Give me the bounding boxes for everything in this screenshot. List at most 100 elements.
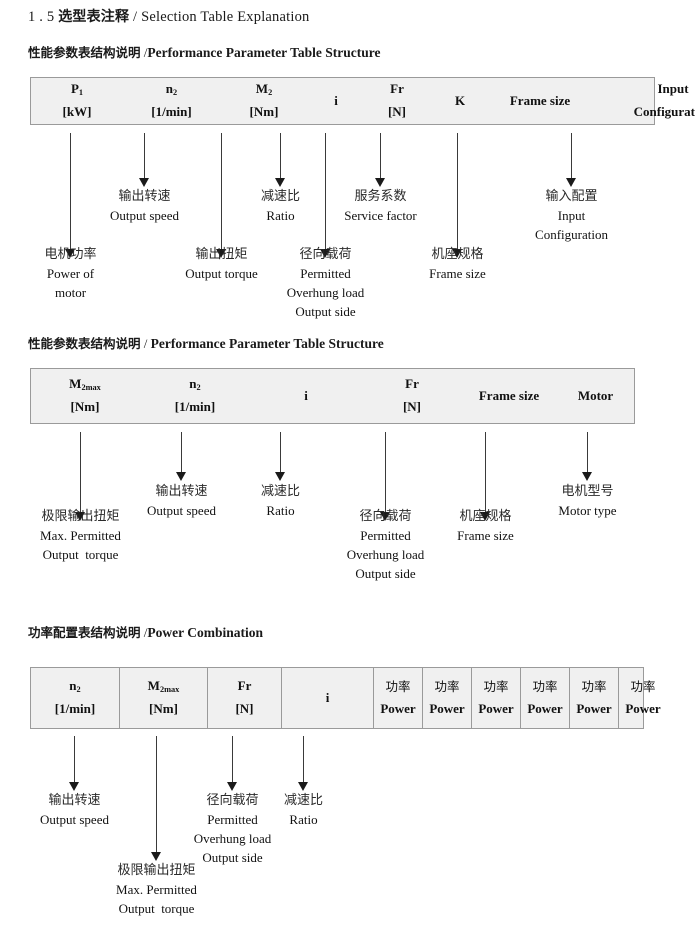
arrow-to-note-2-2 xyxy=(176,432,187,481)
column-symbol: 功率 xyxy=(434,678,460,694)
column-subscript: 2 xyxy=(173,88,178,98)
column-subscript: 2max xyxy=(81,383,101,393)
note-label-cjk: 极限输出扭矩 xyxy=(41,509,120,524)
column-unit: [Nm] xyxy=(249,104,279,119)
column-symbol: Fr xyxy=(237,678,252,694)
section-1-heading-separator: / xyxy=(143,45,148,60)
column-symbol: i xyxy=(334,92,338,108)
note-label-en: Frame size xyxy=(429,265,486,281)
column-symbol: n2 xyxy=(165,81,178,98)
column-symbol: K xyxy=(454,92,466,108)
section-1-heading-en: Performance Parameter Table Structure xyxy=(147,45,381,60)
table-2-header-cell: M2max [Nm] xyxy=(31,369,139,423)
column-unit: Configuration xyxy=(633,104,695,119)
column-symbol: 功率 xyxy=(532,678,558,694)
table-1-header-cell: K xyxy=(430,78,490,124)
column-symbol: Fr xyxy=(405,376,419,392)
column-unit: [Nm] xyxy=(70,399,100,414)
performance-parameter-table-2: M2max [Nm] n2[1/min]i Fr [N] Frame size Motor xyxy=(30,368,635,424)
column-symbol: 功率 xyxy=(385,678,411,694)
arrow-to-note-3-4 xyxy=(298,736,309,791)
note-label-cjk: 输入配置 xyxy=(545,189,598,204)
note-label-en: Output speed xyxy=(147,502,216,518)
arrow-to-note-2-4 xyxy=(380,432,391,521)
note-label-cjk: 减速比 xyxy=(260,484,300,499)
section-2-heading-separator: / xyxy=(143,336,148,351)
note-label-en: Max. Permitted xyxy=(40,527,121,543)
arrow-to-note-2-1 xyxy=(75,432,86,521)
note-3-4: 减速比 Ratio xyxy=(233,792,374,830)
note-label-en: Permitted xyxy=(207,811,258,827)
note-label-en: Permitted xyxy=(300,265,351,281)
note-1-7: 机座规格 Frame size xyxy=(387,246,528,284)
table-1-header-cell: Frame size xyxy=(490,78,590,124)
table-2-header-cell: n2[1/min] xyxy=(139,369,251,423)
note-label-en: Output speed xyxy=(40,811,109,827)
note-label-en: Ratio xyxy=(266,207,295,223)
arrow-to-note-3-3 xyxy=(227,736,238,791)
note-label-en: Ratio xyxy=(289,811,318,827)
column-symbol: Motor xyxy=(577,387,614,403)
column-symbol: 功率 xyxy=(581,678,607,694)
note-label-cjk: 服务系数 xyxy=(354,189,407,204)
section-3-heading-cjk: 功率配置表结构说明 xyxy=(28,625,141,640)
arrow-to-note-1-4 xyxy=(275,133,286,187)
note-label-cjk: 减速比 xyxy=(283,793,323,808)
column-subscript: 1 xyxy=(78,88,84,98)
column-symbol: Frame size xyxy=(509,92,571,108)
column-unit: [N] xyxy=(402,399,422,414)
table-3-header-cell: i xyxy=(281,668,373,728)
column-symbol: M2max xyxy=(147,678,180,695)
column-symbol: M2max xyxy=(69,376,101,393)
section-3-heading: 功率配置表结构说明 /Power Combination xyxy=(28,622,263,641)
note-label-cjk: 输出转速 xyxy=(155,484,208,499)
column-unit: Power xyxy=(527,700,563,716)
note-label-en: Permitted xyxy=(360,527,411,543)
table-2-header-cell: i xyxy=(251,369,361,423)
note-label-en: motor xyxy=(54,284,87,300)
arrow-to-note-1-1 xyxy=(65,133,76,258)
column-subscript: 2 xyxy=(76,685,81,695)
arrow-to-note-2-3 xyxy=(275,432,286,481)
table-2-header-cell: Motor xyxy=(555,369,636,423)
section-2-heading-cjk: 性能参数表结构说明 xyxy=(28,336,141,351)
column-symbol: 功率 xyxy=(483,678,509,694)
note-label-cjk: 极限输出扭矩 xyxy=(117,863,196,878)
note-label-en: Max. Permitted xyxy=(116,881,197,897)
column-symbol: Fr xyxy=(390,81,404,97)
column-symbol: n2 xyxy=(189,376,201,393)
note-label-en: Output torque xyxy=(185,265,258,281)
column-unit: [1/min] xyxy=(54,701,96,716)
page-title-en: Selection Table Explanation xyxy=(141,9,310,25)
arrow-to-note-1-7 xyxy=(452,133,463,258)
column-symbol: n2 xyxy=(69,678,81,695)
section-3-heading-separator: / xyxy=(143,625,148,640)
column-symbol: P1 xyxy=(70,81,84,98)
note-label-cjk: 机座规格 xyxy=(431,247,484,262)
table-3-header-cell: n2 [1/min] xyxy=(31,668,119,728)
column-subscript: 2max xyxy=(159,685,180,695)
note-label-cjk: 径向载荷 xyxy=(299,247,352,262)
note-label-en: Output side xyxy=(202,849,263,865)
note-label-cjk: 输出转速 xyxy=(48,793,101,808)
table-1-header-cell: i xyxy=(308,78,364,124)
arrow-to-note-1-3 xyxy=(216,133,227,258)
column-symbol: Frame size xyxy=(478,387,540,403)
